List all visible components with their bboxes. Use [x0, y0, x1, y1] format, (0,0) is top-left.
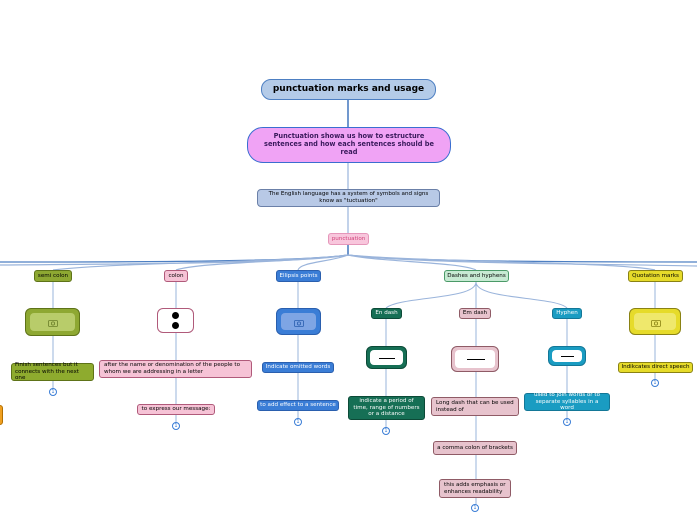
hyphen-glyph: [561, 356, 574, 358]
dashes-topic[interactable]: Dashes and hyphens: [444, 270, 509, 282]
em-dash-detail-3[interactable]: this adds emphasis or enhances readabili…: [439, 479, 511, 498]
em-dash-image[interactable]: [451, 346, 499, 372]
offscreen-node-edge: [0, 405, 3, 425]
colon-topic[interactable]: colon: [164, 270, 188, 282]
semicolon-detail[interactable]: Finish sentences but it connects with th…: [11, 362, 94, 381]
em-dash-topic[interactable]: Em dash: [459, 308, 491, 319]
ellipsis-image[interactable]: [276, 308, 321, 335]
ellipsis-counter[interactable]: 1: [294, 418, 302, 426]
en-dash-topic[interactable]: En dash: [371, 308, 402, 319]
hub-topic[interactable]: punctuation: [328, 233, 369, 245]
colon-upper-dot: [172, 312, 179, 319]
en-dash-image[interactable]: [366, 346, 407, 369]
quotation-topic[interactable]: Quotation marks: [628, 270, 683, 282]
quotation-detail[interactable]: Indikcates direct speech: [618, 362, 693, 373]
hyphen-topic[interactable]: Hyphen: [552, 308, 582, 319]
camera-icon: [294, 320, 304, 327]
colon-image[interactable]: [157, 308, 194, 333]
colon-detail-1[interactable]: after the name or denomination of the pe…: [99, 360, 252, 378]
semicolon-counter[interactable]: 1: [49, 388, 57, 396]
hyphen-image[interactable]: [548, 346, 586, 366]
root-topic[interactable]: punctuation marks and usage: [261, 79, 436, 100]
hyphen-counter[interactable]: 1: [563, 418, 571, 426]
em-dash-glyph: [467, 359, 485, 361]
semicolon-topic[interactable]: semi colon: [34, 270, 72, 282]
colon-detail-2[interactable]: to express our message:: [137, 404, 215, 415]
semicolon-image[interactable]: [25, 308, 80, 336]
en-dash-counter[interactable]: 1: [382, 427, 390, 435]
hyphen-detail[interactable]: used to join words or to separate syllab…: [524, 392, 610, 411]
camera-icon: [651, 320, 661, 327]
ellipsis-detail-2[interactable]: to add effect to a sentence: [257, 400, 339, 411]
en-dash-detail[interactable]: indicate a period of time, range of numb…: [348, 396, 425, 420]
em-dash-detail-2[interactable]: a comma colon of brackets: [433, 441, 517, 455]
colon-lower-dot: [172, 322, 179, 329]
quotation-counter[interactable]: 1: [651, 379, 659, 387]
en-dash-glyph: [379, 358, 395, 360]
ellipsis-detail-1[interactable]: Indicate omitted words: [262, 362, 334, 373]
description-topic[interactable]: The English language has a system of sym…: [257, 189, 440, 207]
camera-icon: [48, 320, 58, 327]
em-dash-counter[interactable]: 1: [471, 504, 479, 512]
subtitle-topic[interactable]: Punctuation showa us how to estructure s…: [247, 127, 451, 163]
colon-counter[interactable]: 1: [172, 422, 180, 430]
ellipsis-topic[interactable]: Ellipsis points: [276, 270, 321, 282]
em-dash-detail-1[interactable]: Long dash that can be used instead of: [431, 397, 519, 416]
quotation-image[interactable]: [629, 308, 681, 335]
